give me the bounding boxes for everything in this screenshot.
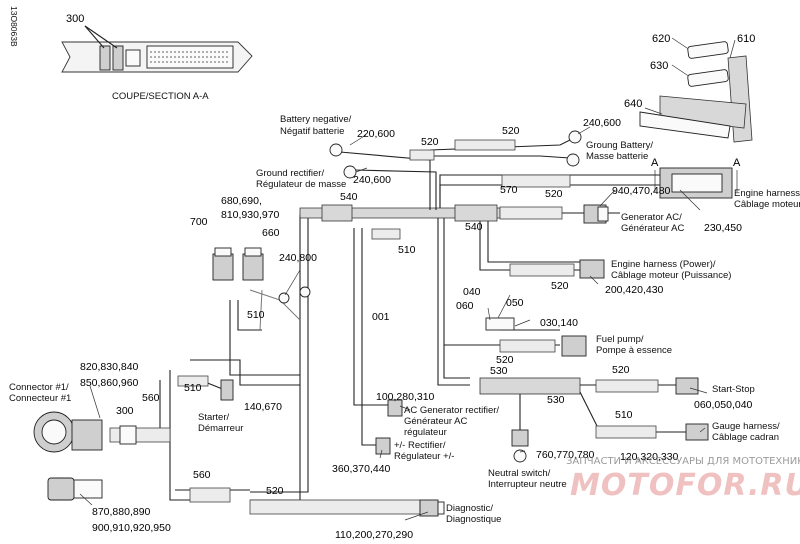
part-520-a: 520	[421, 136, 439, 148]
label-gauge-harness: Gauge harness/	[712, 421, 780, 432]
watermark: ЗАПЧАСТИ И АКСЕССУАРЫ ДЛЯ МОТОТЕХНИКИ MO…	[566, 456, 800, 503]
part-240-800: 240,800	[279, 252, 317, 264]
watermark-logo: MOTOFOR.RU	[570, 468, 800, 503]
part-520-e: 520	[496, 354, 514, 366]
part-570: 570	[500, 184, 518, 196]
part-300-top: 300	[66, 13, 84, 25]
label-ground-battery: Groung Battery/	[586, 140, 653, 151]
label-diagnostic-fr: Diagnostique	[446, 514, 501, 525]
part-040: 040	[463, 286, 481, 298]
part-940: 940,470,480	[612, 185, 671, 197]
part-540-a: 540	[340, 191, 358, 203]
label-plus-rectifier: +/- Rectifier/	[394, 440, 446, 451]
label-ground-rectifier-fr: Régulateur de masse	[256, 179, 346, 190]
label-generator-ac-fr: Générateur AC	[621, 223, 685, 234]
label-starter-fr: Démarreur	[198, 423, 243, 434]
part-030-140: 030,140	[540, 317, 578, 329]
section-mark-a-right: A	[733, 157, 741, 169]
component-labels: Battery negative/ Négatif batterie Groun…	[9, 114, 800, 525]
part-530-b: 530	[547, 394, 565, 406]
section-mark-a-left: A	[651, 157, 659, 169]
part-510-a: 510	[247, 309, 265, 321]
part-200-420: 200,420,430	[605, 284, 664, 296]
part-numbers: 520 520 220,600 240,600 240,600 540 540 …	[80, 117, 753, 541]
part-520-b: 520	[502, 125, 520, 137]
label-neutral-switch-fr: Interrupteur neutre	[488, 479, 567, 490]
part-700: 700	[190, 216, 208, 228]
label-generator-ac: Generator AC/	[621, 212, 682, 223]
part-680: 680,690,	[221, 195, 262, 207]
label-fuel-pump: Fuel pump/	[596, 334, 644, 345]
part-510-d: 510	[615, 409, 633, 421]
label-ac-rectifier-fr2: régulateur	[404, 427, 447, 438]
label-engine-power-fr: Câblage moteur (Puissance)	[611, 270, 731, 281]
label-fuel-pump-fr: Pompe à essence	[596, 345, 672, 356]
figure-id: 13O8063B	[9, 6, 19, 47]
part-540-b: 540	[465, 221, 483, 233]
part-230-450: 230,450	[704, 222, 742, 234]
part-820: 820,830,840	[80, 361, 139, 373]
label-neutral-switch: Neutral switch/	[488, 468, 551, 479]
label-battery-negative-fr: Négatif batterie	[280, 126, 344, 137]
part-620: 620	[652, 33, 670, 45]
part-510-b: 510	[398, 244, 416, 256]
label-ground-battery-fr: Masse batterie	[586, 151, 648, 162]
section-view: 300 COUPE/SECTION A-A	[61, 13, 253, 102]
part-110-200: 110,200,270,290	[335, 529, 413, 541]
part-360-370: 360,370,440	[332, 463, 391, 475]
label-starter: Starter/	[198, 412, 230, 423]
part-240-600-a: 240,600	[353, 174, 391, 186]
part-900-910: 900,910,920,950	[92, 522, 171, 534]
label-battery-negative: Battery negative/	[280, 114, 352, 125]
part-520-c: 520	[545, 188, 563, 200]
part-560-a: 560	[142, 392, 160, 404]
label-connector-1: Connector #1/	[9, 382, 69, 393]
label-diagnostic: Diagnostic/	[446, 503, 493, 514]
label-ground-rectifier: Ground rectifier/	[256, 168, 324, 179]
section-title: COUPE/SECTION A-A	[112, 91, 209, 102]
part-120-320: 120,320,330	[620, 451, 679, 463]
label-connector-1-fr: Connecteur #1	[9, 393, 71, 404]
part-610: 610	[737, 33, 755, 45]
part-050: 050	[506, 297, 524, 309]
part-520-f: 520	[612, 364, 630, 376]
part-100-280: 100,280,310	[376, 391, 435, 403]
label-start-stop: Start-Stop	[712, 384, 755, 395]
part-510-c: 510	[184, 382, 202, 394]
part-530-a: 530	[490, 365, 508, 377]
part-520-d: 520	[551, 280, 569, 292]
label-engine-harness: Engine harness/	[734, 188, 800, 199]
label-engine-power: Engine harness (Power)/	[611, 259, 716, 270]
label-ac-rectifier-fr: Générateur AC	[404, 416, 468, 427]
leader-lines	[79, 126, 708, 521]
label-ac-rectifier: AC Generator rectifier/	[404, 405, 499, 416]
watermark-tagline: ЗАПЧАСТИ И АКСЕССУАРЫ ДЛЯ МОТОТЕХНИКИ	[566, 456, 800, 467]
part-001: 001	[372, 311, 390, 323]
connectors	[33, 130, 709, 517]
part-240-600-b: 240,600	[583, 117, 621, 129]
part-140-670: 140,670	[244, 401, 282, 413]
part-560-b: 560	[193, 469, 211, 481]
harness-wires	[150, 134, 690, 501]
part-630: 630	[650, 60, 668, 72]
braided-looms	[321, 204, 581, 395]
engine-module: 620 610 630 640 A A	[624, 33, 755, 199]
part-060: 060	[456, 300, 474, 312]
part-660: 660	[262, 227, 280, 239]
part-850: 850,860,960	[80, 377, 139, 389]
label-engine-harness-fr: Câblage moteur	[734, 199, 800, 210]
part-760-770: 760,770,780	[536, 449, 595, 461]
part-810: 810,930,970	[221, 209, 280, 221]
label-plus-rectifier-fr: Régulateur +/-	[394, 451, 454, 462]
part-520-g: 520	[266, 485, 284, 497]
part-300-mid: 300	[116, 405, 134, 417]
part-870-880: 870,880,890	[92, 506, 151, 518]
part-220-600: 220,600	[357, 128, 395, 140]
part-640: 640	[624, 98, 642, 110]
part-060-050-040: 060,050,040	[694, 399, 753, 411]
label-gauge-harness-fr: Câblage cadran	[712, 432, 779, 443]
